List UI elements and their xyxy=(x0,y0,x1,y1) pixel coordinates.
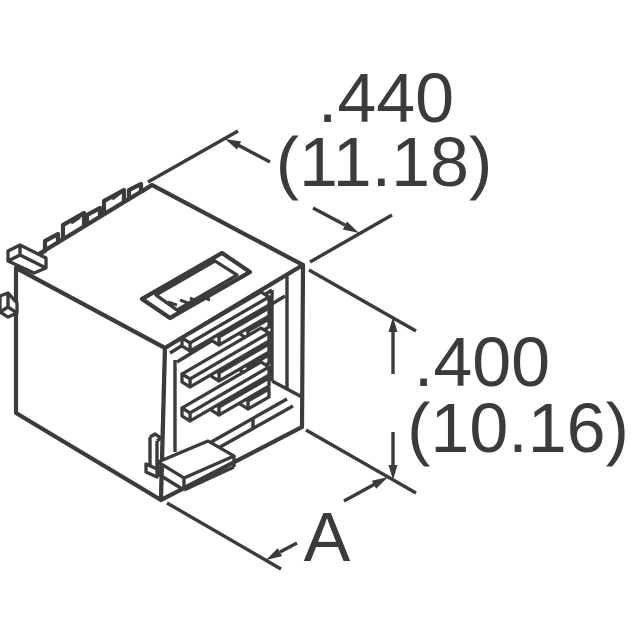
dim-height-inches-label: .400 xyxy=(414,323,550,401)
height-extension-line-bottom xyxy=(305,428,417,495)
dimension-height: .400 (10.16) xyxy=(305,268,629,495)
top-slot xyxy=(139,250,253,321)
a-arrow-left-shaft xyxy=(279,541,298,554)
dimension-width: .440 (11.18) xyxy=(147,59,493,264)
mounting-foot xyxy=(144,432,236,492)
foot-clip-base xyxy=(144,462,159,479)
height-extension-line-top xyxy=(308,268,417,333)
dim-a-label: A xyxy=(304,498,351,576)
dimension-a: A xyxy=(166,477,388,576)
rim-band-bottom-step xyxy=(271,379,303,399)
dim-width-inches-label: .440 xyxy=(318,59,454,137)
a-arrow-left-head xyxy=(266,548,283,560)
dim-width-mm-label: (11.18) xyxy=(276,123,493,201)
a-arrow-right-head xyxy=(371,477,388,489)
mounting-tabs-edge xyxy=(14,181,154,270)
a-extension-line-left xyxy=(166,501,282,571)
slot-contact-ticks xyxy=(167,295,211,307)
peg-lower-edges xyxy=(0,293,18,315)
height-arrow-up-head xyxy=(388,317,398,332)
a-arrow-right-shaft xyxy=(343,482,376,503)
foot-platform-sides xyxy=(156,456,236,492)
peg-upper-edges xyxy=(7,245,47,270)
width-extension-line-left xyxy=(147,129,239,184)
pin xyxy=(180,290,271,353)
pin xyxy=(180,360,271,423)
connector-body xyxy=(0,181,306,503)
width-arrow-right-head xyxy=(342,221,359,233)
dim-height-mm-label: (10.16) xyxy=(407,389,629,467)
height-arrow-down-head xyxy=(388,465,398,480)
slot-inner xyxy=(154,259,239,312)
width-arrow-right-shaft xyxy=(312,206,346,227)
width-arrow-left-head xyxy=(225,139,242,150)
pin xyxy=(180,326,271,389)
side-pegs xyxy=(0,243,48,319)
width-arrow-left-shaft xyxy=(237,143,271,164)
width-extension-line-right xyxy=(309,213,393,264)
tab-detail-lines xyxy=(70,191,122,225)
pin-array xyxy=(180,290,271,423)
